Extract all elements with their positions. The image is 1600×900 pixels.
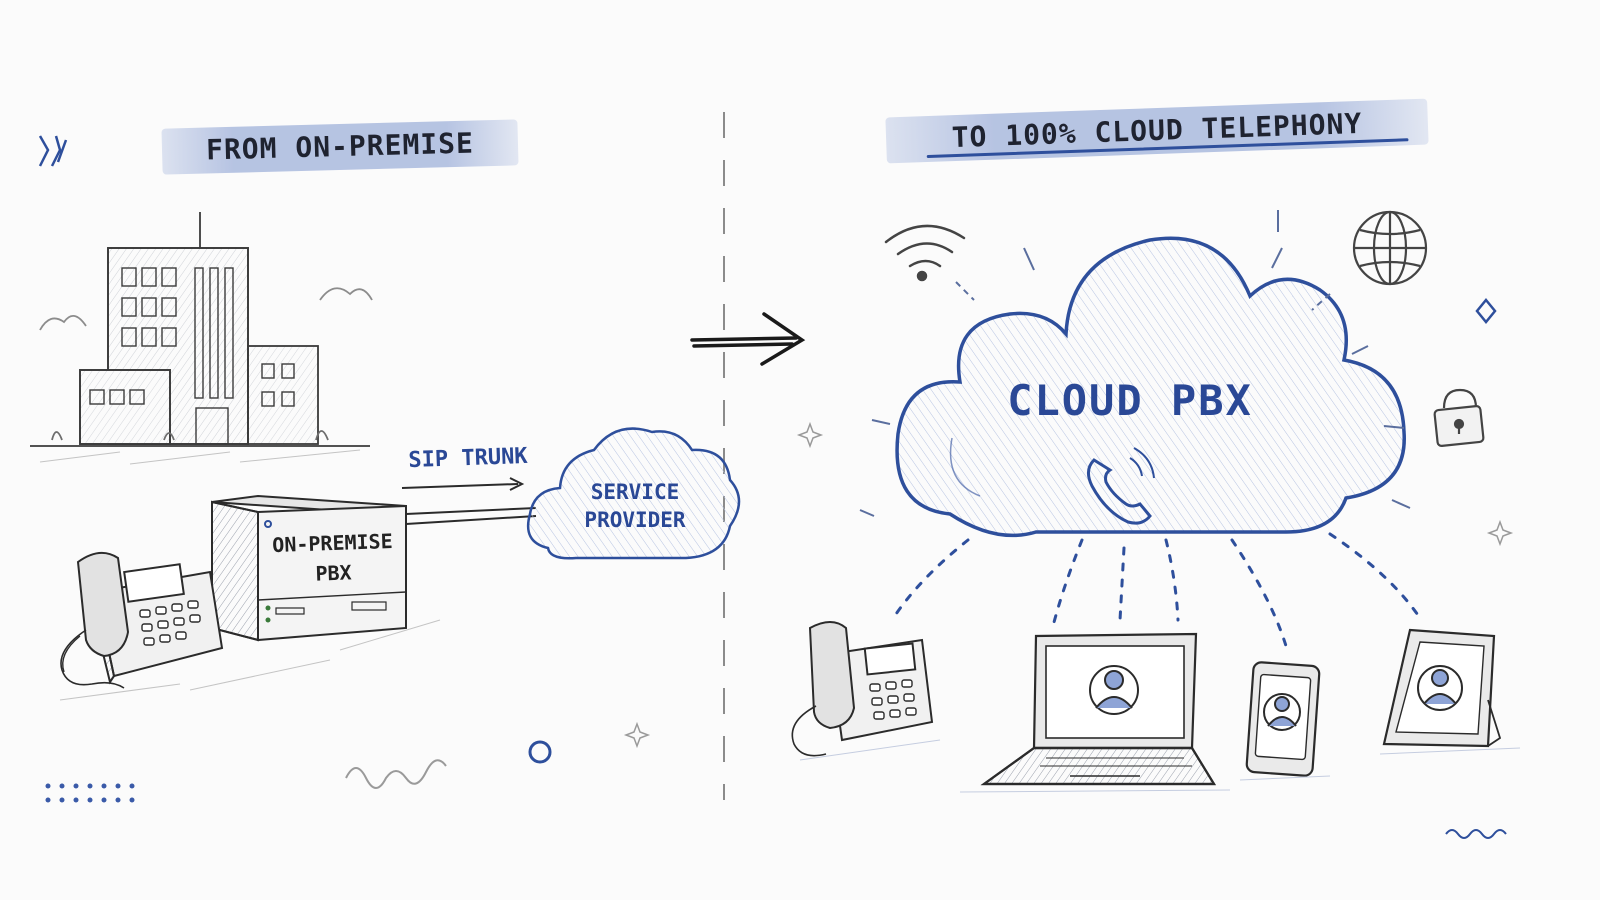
phone-handset-icon (1087, 447, 1155, 525)
corner-doodle-icon (38, 135, 68, 167)
sparkle-icon (796, 421, 824, 449)
lock-icon (1433, 388, 1485, 448)
diamond-decoration (1475, 298, 1497, 324)
sparkle-icon (623, 721, 651, 749)
sip-trunk-label: SIP TRUNK (407, 443, 529, 474)
ring-decoration (528, 740, 552, 764)
on-premise-pbx-label: ON-PREMISE PBX (271, 528, 394, 586)
connection-lines (890, 532, 1422, 648)
desk-phone-icon (791, 621, 934, 757)
service-provider-label: SERVICE PROVIDER (584, 480, 686, 532)
server-box-icon (211, 494, 407, 642)
globe-icon (1352, 210, 1428, 286)
transition-arrow-icon (690, 312, 806, 366)
desk-phone-icon (60, 551, 224, 689)
user-avatar-icon (1263, 693, 1301, 731)
sip-trunk-connector (401, 477, 537, 525)
cloud-pbx-label: CLOUD PBX (1007, 376, 1253, 425)
squiggle-decoration (1445, 829, 1507, 839)
left-section-heading: FROM ON-PREMISE (161, 119, 519, 175)
squiggle-decoration (345, 759, 447, 789)
ground-hatch-decoration (39, 449, 441, 701)
wifi-icon (884, 224, 966, 282)
user-avatar-icon (1417, 665, 1463, 711)
sparkle-icon (1486, 519, 1514, 547)
radiating-lines-decoration (859, 210, 1411, 517)
user-avatar-icon (1089, 665, 1139, 715)
dot-grid-decoration (45, 783, 135, 803)
cloud-pbx-icon (895, 236, 1406, 538)
building-icon (30, 212, 373, 447)
service-provider-cloud-icon (526, 427, 741, 560)
device-shadow-decoration (799, 739, 1521, 793)
